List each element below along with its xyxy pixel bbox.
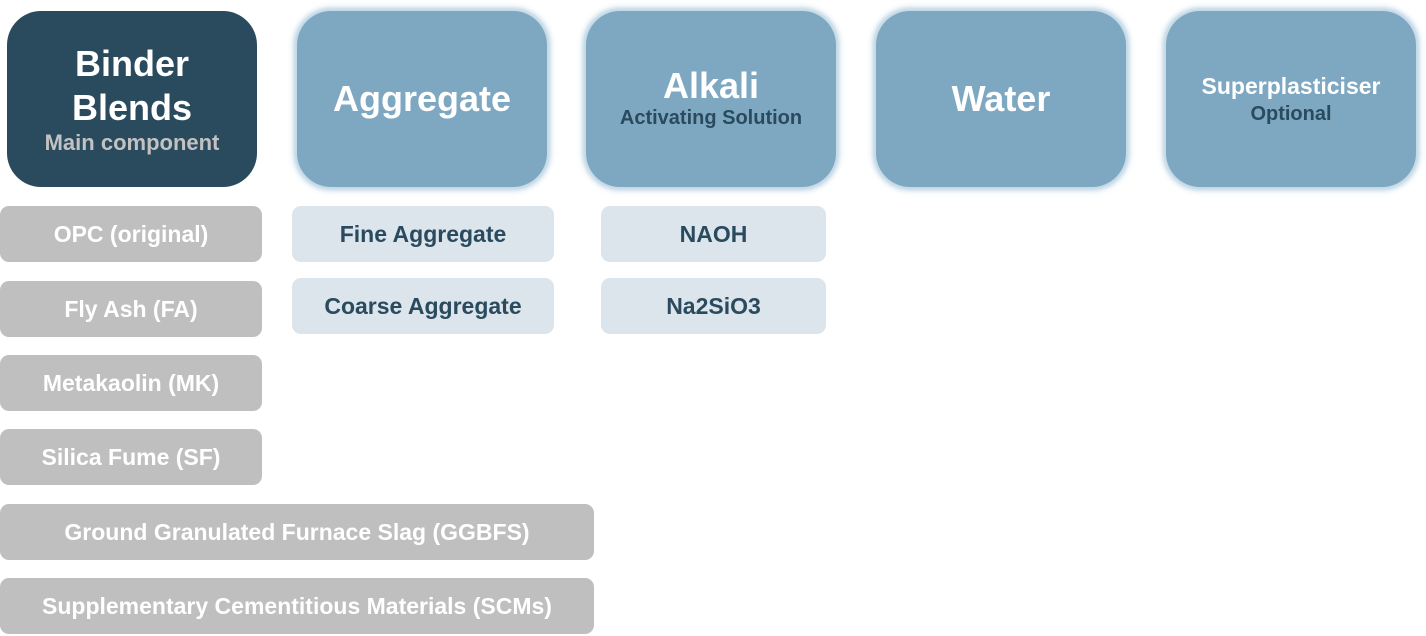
superplasticiser-header: Superplasticiser Optional [1166,11,1416,187]
alkali-header: Alkali Activating Solution [586,11,836,187]
binder-blends-subtitle: Main component [44,130,220,155]
aggregate-header: Aggregate [297,11,547,187]
alkali-subtitle: Activating Solution [619,107,803,129]
superplasticiser-title: Superplasticiser [1201,73,1381,99]
binder-item-silica-fume: Silica Fume (SF) [0,429,262,485]
water-header: Water [876,11,1126,187]
binder-blends-title-line-2: Blends [71,87,193,128]
water-title: Water [951,78,1051,119]
binder-item-fly-ash: Fly Ash (FA) [0,281,262,337]
aggregate-title: Aggregate [332,78,512,119]
aggregate-item-fine: Fine Aggregate [292,206,554,262]
superplasticiser-subtitle: Optional [1250,103,1332,125]
aggregate-item-coarse: Coarse Aggregate [292,278,554,334]
binder-item-scms: Supplementary Cementitious Materials (SC… [0,578,594,634]
binder-blends-header: Binder Blends Main component [7,11,257,187]
alkali-item-naoh: NAOH [601,206,826,262]
alkali-title: Alkali [662,65,760,106]
binder-blends-title-line-1: Binder [74,43,189,84]
binder-item-opc: OPC (original) [0,206,262,262]
binder-item-metakaolin: Metakaolin (MK) [0,355,262,411]
alkali-item-na2sio3: Na2SiO3 [601,278,826,334]
binder-item-ggbfs: Ground Granulated Furnace Slag (GGBFS) [0,504,594,560]
